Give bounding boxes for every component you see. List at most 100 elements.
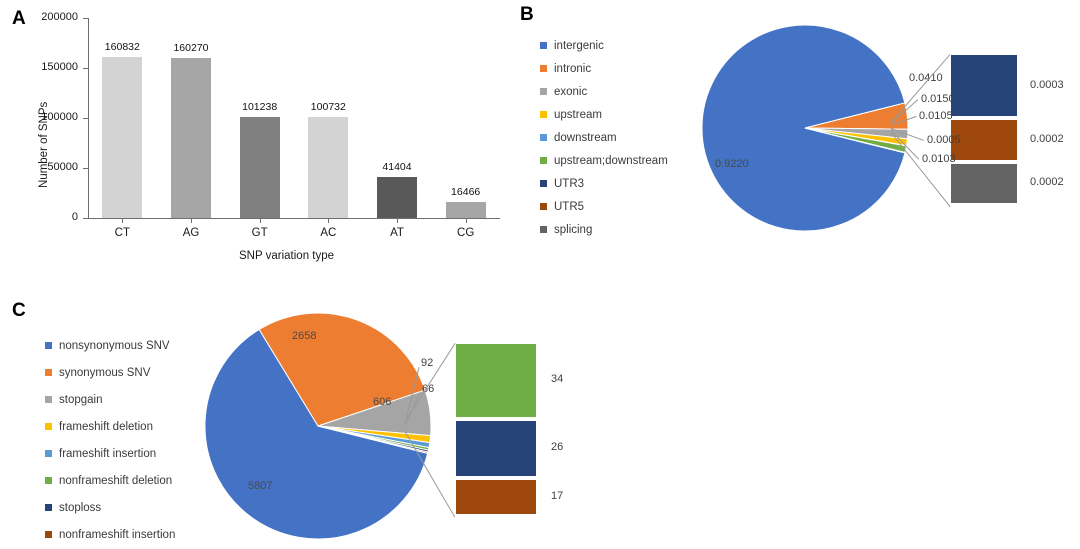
legend-item[interactable]: UTR3	[540, 172, 668, 195]
legend-swatch-icon	[540, 203, 547, 210]
legend-swatch-icon	[540, 88, 547, 95]
legend-swatch-icon	[540, 65, 547, 72]
legend-swatch-icon	[45, 369, 52, 376]
legend-item[interactable]: stopgain	[45, 386, 175, 413]
x-tick-label: AT	[390, 227, 404, 239]
pie-value-frameshift-insertion: 66	[422, 383, 435, 395]
x-tick-mark	[191, 218, 192, 223]
bar-cg	[445, 201, 486, 218]
y-tick-label: 100000	[41, 111, 78, 123]
legend-swatch-icon	[45, 396, 52, 403]
pie-b	[700, 23, 910, 233]
legend-swatch-icon	[540, 226, 547, 233]
bar-value-label: 160270	[173, 41, 209, 54]
legend-item[interactable]: UTR5	[540, 195, 668, 218]
pie-slice-splicing	[804, 127, 906, 154]
legend-label: intronic	[554, 62, 592, 75]
x-axis-line	[88, 218, 500, 219]
legend-label: stoploss	[59, 501, 102, 514]
exploded-bar-value-label: 17	[551, 489, 564, 502]
panel-c-label: C	[12, 300, 26, 321]
pie-slice-synonymous-snv	[258, 312, 426, 427]
pie-value-intronic: 0.0410	[909, 72, 943, 84]
y-tick-mark	[83, 118, 88, 119]
legend-item[interactable]: frameshift deletion	[45, 413, 175, 440]
pie-c	[203, 311, 433, 541]
x-tick-label: AC	[320, 227, 337, 239]
x-axis-title: SNP variation type	[239, 250, 335, 262]
bar-at	[377, 176, 417, 218]
y-tick-label: 0	[71, 211, 78, 223]
legend-swatch-icon	[45, 423, 52, 430]
legend-label: stopgain	[59, 393, 103, 406]
legend-swatch-icon	[540, 111, 547, 118]
pie-slice-nonsynonymous-snv	[204, 328, 429, 540]
legend-item[interactable]: exonic	[540, 80, 668, 103]
y-axis-line	[88, 18, 89, 218]
legend-item[interactable]: intronic	[540, 57, 668, 80]
exploded-bar-value-label: 26	[551, 441, 564, 454]
pie-value-nonsynonymous: 5807	[248, 480, 273, 492]
pie-value-downstream: 0.0005	[927, 134, 961, 146]
bar-value-label: 16466	[451, 185, 481, 198]
exploded-bar-segment	[455, 419, 537, 477]
x-tick-mark	[122, 218, 124, 223]
exploded-bar-c: 34 26 17	[455, 343, 563, 517]
legend-item[interactable]: intergenic	[540, 34, 668, 57]
y-tick-label: 200000	[41, 11, 78, 23]
legend-item[interactable]: nonframeshift insertion	[45, 521, 175, 548]
legend-label: nonframeshift insertion	[59, 528, 176, 541]
legend-swatch-icon	[45, 504, 52, 511]
legend-item[interactable]: upstream	[540, 103, 668, 126]
x-tick-mark	[465, 218, 467, 223]
pie-value-intergenic: 0.9220	[715, 158, 749, 170]
legend-label: UTR3	[554, 177, 585, 190]
y-tick-label: 50000	[47, 161, 78, 173]
y-tick-mark	[83, 68, 88, 69]
pie-value-upstream-downstream: 0.0103	[922, 153, 956, 165]
legend-label: synonymous SNV	[59, 366, 151, 379]
legend-label: upstream;downstream	[554, 154, 668, 167]
legend-item[interactable]: synonymous SNV	[45, 359, 175, 386]
pie-value-synonymous: 2658	[292, 330, 317, 342]
legend-item[interactable]: nonframeshift deletion	[45, 467, 175, 494]
bar-ag	[171, 57, 211, 218]
bar-gt	[239, 116, 280, 218]
legend-swatch-icon	[540, 134, 547, 141]
exploded-bar-segment	[455, 343, 537, 418]
legend-item[interactable]: downstream	[540, 126, 668, 149]
x-tick-label: AG	[182, 227, 200, 239]
pie-value-stopgain: 606	[373, 396, 392, 408]
legend-item[interactable]: stoploss	[45, 494, 175, 521]
legend-swatch-icon	[540, 180, 547, 187]
legend-label: nonframeshift deletion	[59, 474, 173, 487]
panel-c-pie-chart: C nonsynonymous SNV synonymous SNV stopgai…	[0, 295, 620, 549]
exploded-bar-value-label: 0.0002	[1030, 132, 1064, 145]
legend-item[interactable]: upstream;downstream	[540, 149, 668, 172]
exploded-bar-value-label: 34	[551, 373, 564, 386]
legend-item[interactable]: nonsynonymous SNV	[45, 332, 175, 359]
bar-value-label: 160832	[104, 41, 140, 54]
y-tick-mark	[83, 168, 88, 169]
legend-label: UTR5	[554, 200, 585, 213]
legend-swatch-icon	[45, 342, 52, 349]
panel-a-label: A	[12, 8, 26, 29]
pie-value-upstream: 0.0105	[919, 110, 953, 122]
bar-value-label: 101238	[242, 100, 278, 113]
exploded-bar-segment	[950, 119, 1018, 161]
legend-item[interactable]: splicing	[540, 218, 668, 241]
y-tick-mark	[83, 218, 88, 219]
legend-item[interactable]: frameshift insertion	[45, 440, 175, 467]
legend-swatch-icon	[540, 42, 547, 49]
x-tick-mark	[397, 218, 398, 223]
legend-label: frameshift deletion	[59, 420, 153, 433]
exploded-bar-segment	[455, 478, 537, 515]
panel-b-label: B	[520, 4, 534, 25]
y-tick-label: 150000	[41, 61, 78, 73]
pie-slice-intergenic	[701, 24, 906, 232]
bar-ac	[308, 117, 349, 218]
exploded-bar-value-label: 0.0002	[1030, 176, 1064, 189]
legend-label: nonsynonymous SNV	[59, 339, 170, 352]
